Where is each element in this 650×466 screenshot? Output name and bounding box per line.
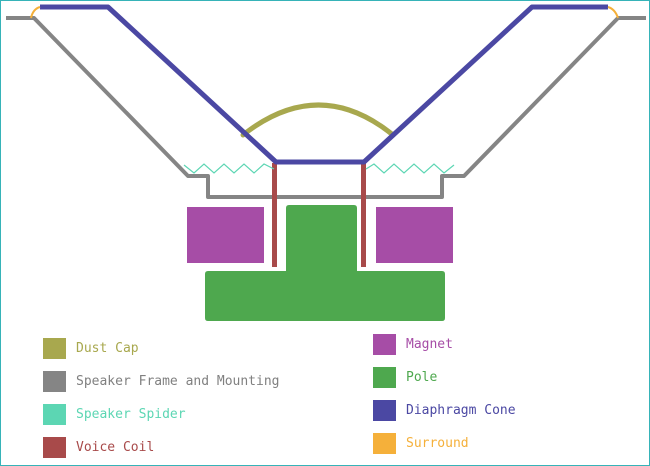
speaker-frame	[6, 16, 646, 199]
legend-label-surround: Surround	[406, 436, 469, 451]
voice-coil-right	[361, 163, 366, 267]
legend-label-dust-cap: Dust Cap	[76, 341, 139, 356]
pole-swatch	[373, 367, 396, 388]
legend-label-speaker-frame: Speaker Frame and Mounting	[76, 374, 280, 389]
diaphragm-cone	[40, 4, 608, 165]
dust-cap-swatch	[43, 338, 66, 359]
legend-label-magnet: Magnet	[406, 337, 453, 352]
magnet-left	[187, 207, 264, 263]
spider-swatch	[43, 404, 66, 425]
magnet-swatch	[373, 334, 396, 355]
voice-coil-left	[272, 163, 277, 267]
cone-swatch	[373, 400, 396, 421]
legend-label-voice-coil: Voice Coil	[76, 440, 155, 455]
surround-swatch	[373, 433, 396, 454]
legend-label-speaker-spider: Speaker Spider	[76, 407, 186, 422]
speaker-spider-right	[365, 163, 455, 174]
legend-label-diaphragm-cone: Diaphragm Cone	[406, 403, 516, 418]
legend-label-pole: Pole	[406, 370, 438, 385]
frame-swatch	[43, 371, 66, 392]
surround-right	[607, 6, 619, 19]
surround-left	[30, 6, 41, 19]
magnet-right	[376, 207, 453, 263]
speaker-spider-left	[183, 163, 275, 174]
pole-piece	[205, 205, 445, 321]
dust-cap	[240, 102, 396, 138]
voice-coil-swatch	[43, 437, 66, 458]
